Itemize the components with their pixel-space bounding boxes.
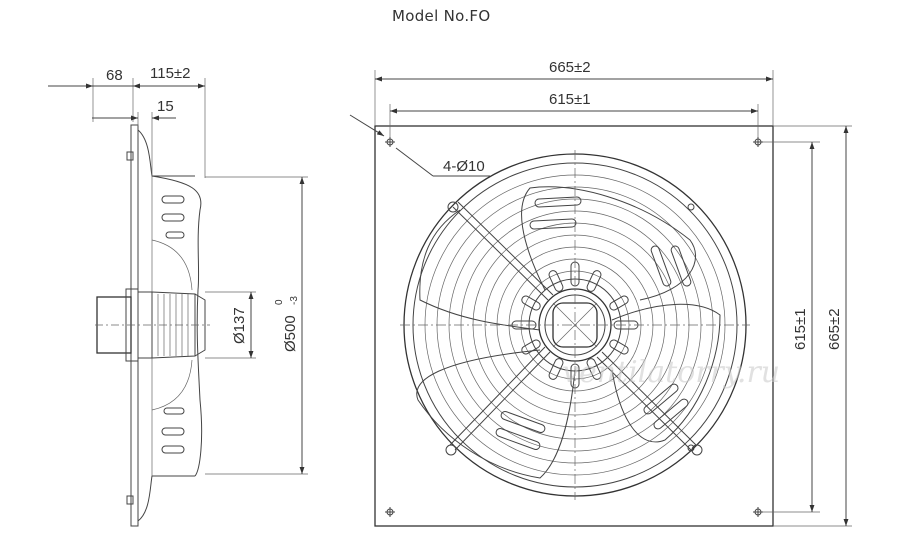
mounting-plate: [130, 124, 139, 527]
front-view: 665±2 615±1 4-Ø10 615±1 665±2: [349, 59, 852, 527]
front-blade-slots: [495, 196, 692, 450]
dim-115: 115±2: [150, 65, 191, 82]
guard-bars: [445, 201, 703, 456]
dim-d500-tol-upper: 0: [274, 299, 285, 305]
bolt-top: [126, 151, 134, 161]
side-view: 68 115±2 15 Ø137 Ø500 0 -3: [48, 65, 308, 527]
dim-665-right: 665±2: [826, 308, 843, 350]
blade-profile: [151, 175, 203, 477]
bolt-bottom: [126, 495, 134, 505]
dim-d500: Ø500: [282, 315, 299, 352]
inlet-flare-top: [137, 129, 195, 177]
dim-d137: Ø137: [231, 307, 248, 344]
model-title: Model No.FO: [392, 7, 490, 25]
square-plate: [374, 125, 774, 527]
dim-68: 68: [106, 67, 123, 84]
hub-spokes: [511, 261, 639, 389]
watermark: ventilatorry.ru: [562, 355, 780, 390]
dim-665-top: 665±2: [549, 59, 591, 76]
inlet-flare-bottom: [137, 475, 195, 522]
dim-15: 15: [157, 98, 174, 115]
blade-slots: [161, 195, 185, 454]
dim-d500-tol-lower: -3: [289, 296, 300, 305]
rotor-hub: [151, 291, 196, 359]
dim-holes: 4-Ø10: [443, 158, 485, 175]
mounting-holes: [385, 137, 763, 517]
dim-615-right: 615±1: [792, 308, 809, 350]
dim-615-top: 615±1: [549, 91, 591, 108]
